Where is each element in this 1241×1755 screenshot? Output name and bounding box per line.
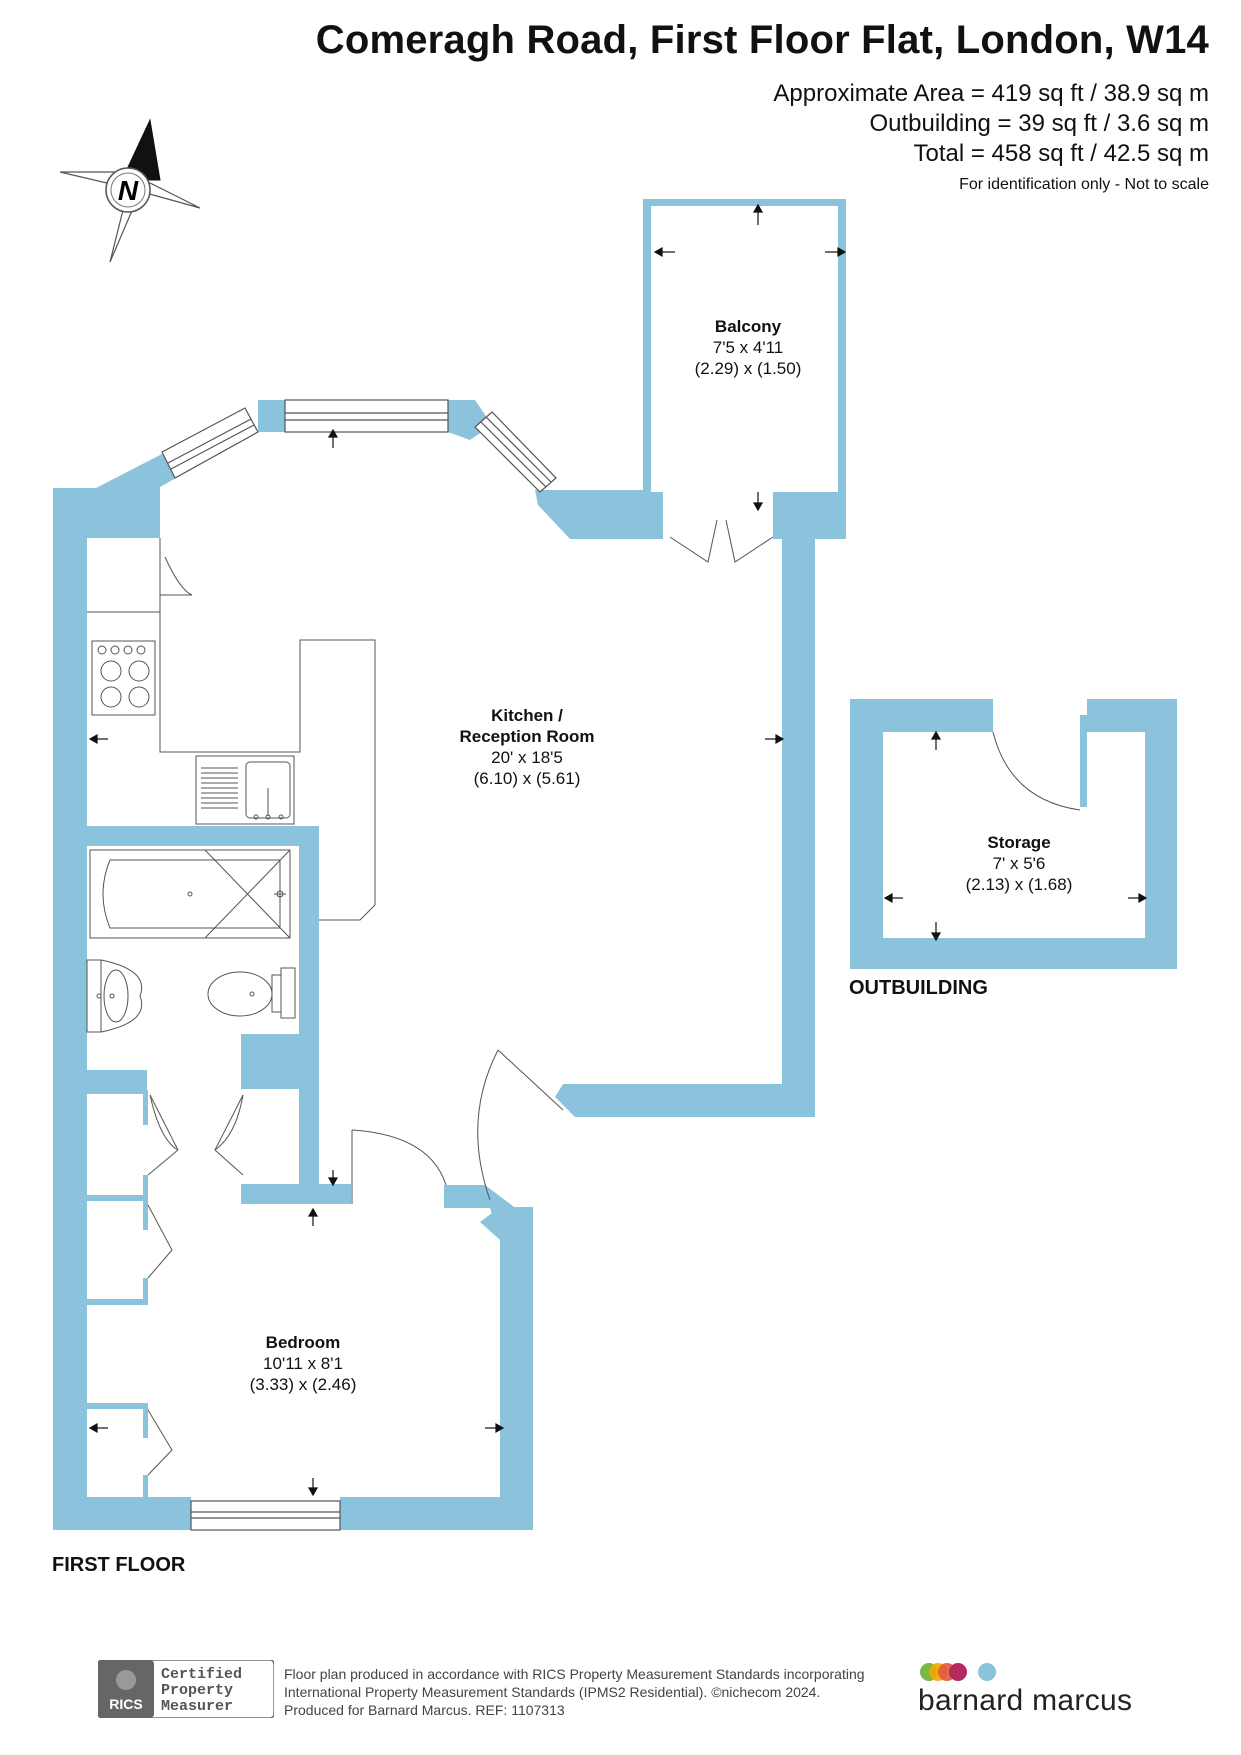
storage-name: Storage [987,833,1051,852]
footer-line-1: Floor plan produced in accordance with R… [284,1666,865,1682]
main-walls [53,400,815,1530]
room-label-kitchen: Kitchen / Reception Room 20' x 18'5 (6.1… [459,705,594,789]
scale-note: For identification only - Not to scale [959,176,1209,193]
approximate-area: Approximate Area = 419 sq ft / 38.9 sq m [773,80,1209,107]
windows [161,399,557,1531]
rics-certified: Certified [161,1666,242,1683]
room-label-balcony: Balcony 7'5 x 4'11 (2.29) x (1.50) [695,316,802,379]
balcony-name: Balcony [714,317,782,336]
compass-icon: N [59,118,201,263]
bedroom-imperial: 10'11 x 8'1 [263,1354,343,1373]
footer-line-3: Produced for Barnard Marcus. REF: 110731… [284,1702,565,1718]
footer-line-2: International Property Measurement Stand… [284,1684,821,1700]
balcony-imperial: 7'5 x 4'11 [712,338,784,357]
outbuilding-label: OUTBUILDING [849,977,988,999]
measurement-arrows [88,203,1148,1497]
room-label-storage: Storage 7' x 5'6 (2.13) x (1.68) [966,832,1073,895]
kitchen-metric: (6.10) x (5.61) [473,769,581,788]
rics-property: Property [161,1682,233,1699]
rics-measurer: Measurer [161,1698,233,1715]
storage-walls [850,699,1177,969]
brand-dots-icon [920,1663,996,1681]
footer-disclaimer: Floor plan produced in accordance with R… [284,1665,924,1719]
balcony-metric: (2.29) x (1.50) [694,359,802,378]
kitchen-name: Kitchen / [491,706,563,725]
room-label-bedroom: Bedroom 10'11 x 8'1 (3.33) x (2.46) [250,1332,357,1395]
kitchen-imperial: 20' x 18'5 [491,748,563,767]
fixtures [86,519,1081,1476]
outbuilding-area: Outbuilding = 39 sq ft / 3.6 sq m [869,110,1209,137]
bedroom-metric: (3.33) x (2.46) [249,1375,357,1394]
kitchen-name-line2: Reception Room [459,727,595,746]
property-title: Comeragh Road, First Floor Flat, London,… [315,18,1209,62]
storage-imperial: 7' x 5'6 [992,854,1046,873]
rics-logo: RICS Certified Property Measurer [98,1660,274,1718]
compass-label: N [118,175,139,206]
storage-metric: (2.13) x (1.68) [965,875,1073,894]
bedroom-name: Bedroom [265,1333,341,1352]
brand-name: barnard marcus [918,1684,1133,1717]
first-floor-label: FIRST FLOOR [52,1554,186,1576]
rics-short: RICS [109,1696,142,1712]
total-area: Total = 458 sq ft / 42.5 sq m [913,140,1210,167]
